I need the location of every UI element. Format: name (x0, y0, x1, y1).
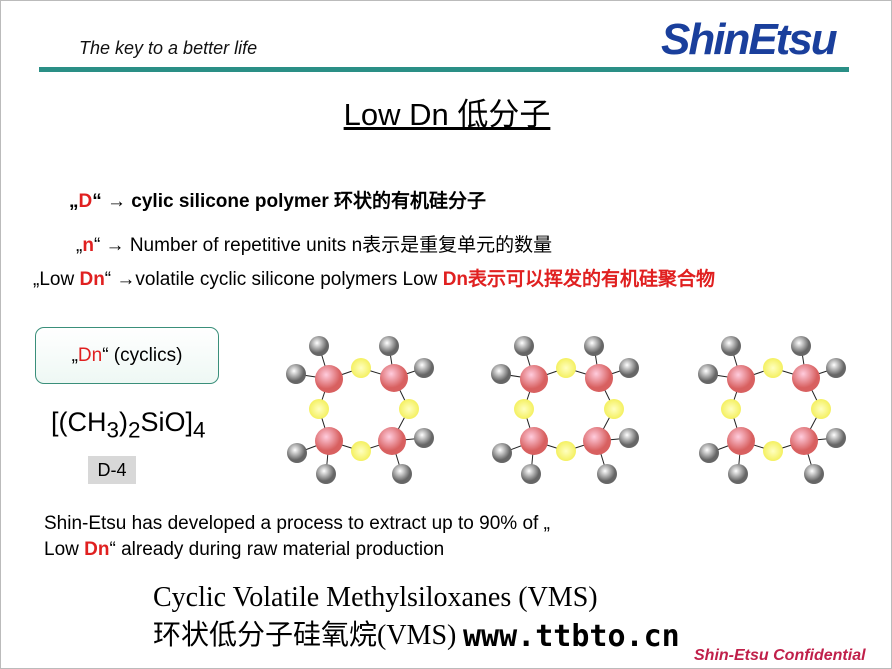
methyl-atom (826, 428, 846, 448)
methyl-atom (721, 336, 741, 356)
text: „ (71, 344, 78, 366)
silicon-atom (315, 365, 343, 393)
methyl-atom (521, 464, 541, 484)
shin-etsu-logo: ShinEtsu (661, 15, 838, 64)
text: “ already during raw material production (109, 539, 445, 560)
silicon-atom (790, 427, 818, 455)
methyl-atom (791, 336, 811, 356)
methyl-atom (492, 443, 512, 463)
oxygen-atom (556, 358, 576, 378)
text: ) (119, 407, 129, 437)
methyl-atom (584, 336, 604, 356)
methyl-atom (597, 464, 617, 484)
definition-d: „D“ → cylic silicone polymer 环状的有机硅分子 (69, 191, 486, 213)
definition-low-dn: „Low Dn“ →volatile cyclic silicone polym… (33, 269, 715, 291)
silicon-atom (520, 365, 548, 393)
oxygen-atom (604, 399, 624, 419)
silicon-atom (727, 365, 755, 393)
methyl-atom (514, 336, 534, 356)
text: Dn (84, 539, 110, 560)
oxygen-atom (309, 399, 329, 419)
oxygen-atom (556, 441, 576, 461)
text: Dn (79, 269, 105, 290)
watermark: www.ttbto.cn (463, 619, 680, 654)
silicon-atom (792, 364, 820, 392)
methyl-atom (619, 358, 639, 378)
process-text-2: Low Dn“ already during raw material prod… (44, 539, 444, 561)
methyl-atom (728, 464, 748, 484)
methyl-atom (699, 443, 719, 463)
oxygen-atom (811, 399, 831, 419)
text: D (78, 191, 93, 212)
silicon-atom (380, 364, 408, 392)
text: “ → cylic silicone polymer 环状的有机硅分子 (92, 191, 487, 212)
text: 4 (193, 417, 206, 443)
text: „Low (33, 269, 80, 290)
d4-label: D-4 (88, 456, 136, 484)
text: n (82, 235, 94, 256)
vms-title-cn: 环状低分子硅氧烷(VMS) (153, 620, 457, 651)
methyl-atom (309, 336, 329, 356)
text: „ (76, 235, 83, 256)
text: Low (44, 539, 85, 560)
header-divider (39, 67, 849, 72)
methyl-atom (619, 428, 639, 448)
methyl-atom (316, 464, 336, 484)
molecule-diagram (698, 336, 846, 484)
text: “ (cyclics) (102, 344, 183, 366)
silicon-atom (520, 427, 548, 455)
text: „ (69, 191, 79, 212)
oxygen-atom (763, 441, 783, 461)
oxygen-atom (399, 399, 419, 419)
silicon-atom (583, 427, 611, 455)
text: “ → Number of repetitive units n表示是重复单元的… (93, 235, 553, 256)
oxygen-atom (351, 441, 371, 461)
silicon-atom (315, 427, 343, 455)
methyl-atom (379, 336, 399, 356)
methyl-atom (286, 364, 306, 384)
oxygen-atom (351, 358, 371, 378)
methyl-atom (414, 428, 434, 448)
text: Dn表示可以挥发的有机硅聚合物 (442, 269, 716, 290)
tagline: The key to a better life (79, 38, 258, 58)
molecule-diagram (286, 336, 434, 484)
oxygen-atom (763, 358, 783, 378)
oxygen-atom (514, 399, 534, 419)
methyl-atom (804, 464, 824, 484)
process-text: Shin-Etsu has developed a process to ext… (44, 513, 550, 534)
silicon-atom (727, 427, 755, 455)
cyclics-box: „Dn“ (cyclics) (35, 327, 219, 384)
slide-title: Low Dn 低分子 (343, 97, 551, 132)
text: 3 (106, 417, 120, 443)
text: 2 (128, 417, 141, 443)
molecule-diagram (491, 336, 639, 484)
definition-n: „n“ → Number of repetitive units n表示是重复单… (76, 235, 552, 257)
oxygen-atom (721, 399, 741, 419)
methyl-atom (287, 443, 307, 463)
methyl-atom (491, 364, 511, 384)
methyl-atom (698, 364, 718, 384)
vms-title: Cyclic Volatile Methylsiloxanes (VMS) (153, 582, 598, 613)
text: [(CH (51, 407, 107, 437)
text: SiO] (140, 407, 194, 437)
text: Dn (77, 344, 103, 366)
methyl-atom (414, 358, 434, 378)
silicon-atom (585, 364, 613, 392)
silicon-atom (378, 427, 406, 455)
confidential-footer: Shin-Etsu Confidential (694, 647, 866, 664)
chemical-formula: [(CH3)2SiO]4 (51, 409, 206, 442)
methyl-atom (826, 358, 846, 378)
methyl-atom (392, 464, 412, 484)
text: “ →volatile cyclic silicone polymers Low (104, 269, 443, 290)
